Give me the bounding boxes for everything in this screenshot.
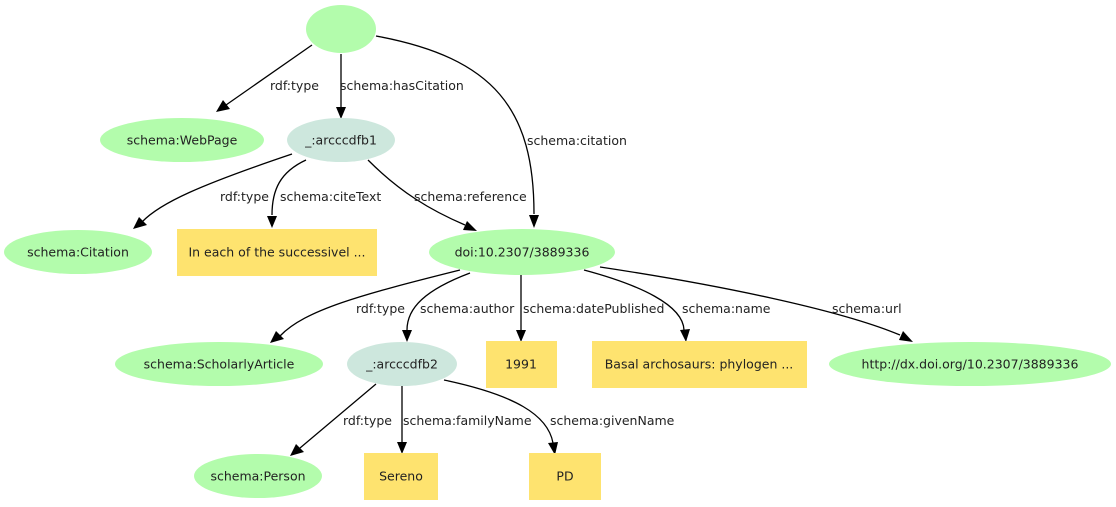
node-date-published-label: 1991 — [505, 357, 537, 372]
node-scholarly-article-label: schema:ScholarlyArticle — [144, 357, 295, 372]
edge-doi-name — [583, 269, 690, 342]
node-root — [306, 5, 376, 53]
node-doi-label: doi:10.2307/3889336 — [455, 245, 590, 260]
edge-label-doi-url: schema:url — [832, 301, 902, 316]
node-given-name-label: PD — [556, 469, 573, 484]
node-bnode2: _:arcccdfb2 — [347, 342, 457, 386]
node-title: Basal archosaurs: phylogen ... — [592, 341, 807, 388]
edge-label-b2-family: schema:familyName — [403, 413, 532, 428]
edge-label-doi-type: rdf:type — [356, 301, 405, 316]
edge-doi-author — [402, 272, 471, 342]
edge-b1-reference — [367, 159, 477, 231]
node-doi: doi:10.2307/3889336 — [429, 229, 615, 275]
edge-root-citation — [375, 35, 539, 228]
edge-label-root-citation: schema:citation — [527, 133, 627, 148]
edge-label-root-type: rdf:type — [270, 78, 319, 93]
edge-root-hascitation — [336, 54, 346, 119]
edge-root-type — [216, 44, 313, 112]
node-family-name-label: Sereno — [379, 469, 423, 484]
edge-doi-date — [516, 275, 526, 342]
edge-b1-type — [133, 153, 293, 229]
node-webpage-label: schema:WebPage — [127, 133, 238, 148]
edge-label-doi-author: schema:author — [420, 301, 515, 316]
node-url-label: http://dx.doi.org/10.2307/3889336 — [862, 357, 1079, 372]
node-citation-type: schema:Citation — [4, 230, 152, 274]
edge-label-b1-citetext: schema:citeText — [280, 189, 381, 204]
node-given-name: PD — [529, 453, 601, 500]
node-family-name: Sereno — [364, 453, 438, 500]
node-person-label: schema:Person — [210, 469, 305, 484]
node-title-label: Basal archosaurs: phylogen ... — [605, 357, 794, 372]
node-person: schema:Person — [194, 454, 322, 498]
edge-b2-given — [443, 379, 558, 455]
node-citation-type-label: schema:Citation — [27, 245, 129, 260]
node-webpage: schema:WebPage — [100, 118, 264, 162]
edge-label-b2-type: rdf:type — [343, 413, 392, 428]
edge-label-root-hascitation: schema:hasCitation — [340, 78, 464, 93]
node-cite-text-label: In each of the successivel ... — [188, 245, 365, 260]
node-scholarly-article: schema:ScholarlyArticle — [115, 342, 323, 386]
edge-label-b2-given: schema:givenName — [550, 413, 675, 428]
node-date-published: 1991 — [486, 341, 557, 388]
edge-label-b1-type: rdf:type — [220, 189, 269, 204]
edge-label-doi-name: schema:name — [682, 301, 771, 316]
node-bnode2-label: _:arcccdfb2 — [365, 357, 438, 372]
edge-b2-type — [290, 383, 377, 456]
node-url: http://dx.doi.org/10.2307/3889336 — [829, 342, 1111, 386]
edge-b1-citetext — [267, 159, 307, 228]
node-bnode1: _:arcccdfb1 — [287, 118, 395, 162]
node-bnode1-label: _:arcccdfb1 — [304, 133, 377, 148]
edge-doi-type — [270, 269, 461, 343]
edge-b2-family — [397, 386, 407, 454]
edge-label-b1-reference: schema:reference — [414, 189, 527, 204]
edge-doi-url — [599, 266, 913, 342]
node-cite-text: In each of the successivel ... — [177, 229, 377, 276]
edge-label-doi-date: schema:datePublished — [523, 301, 664, 316]
